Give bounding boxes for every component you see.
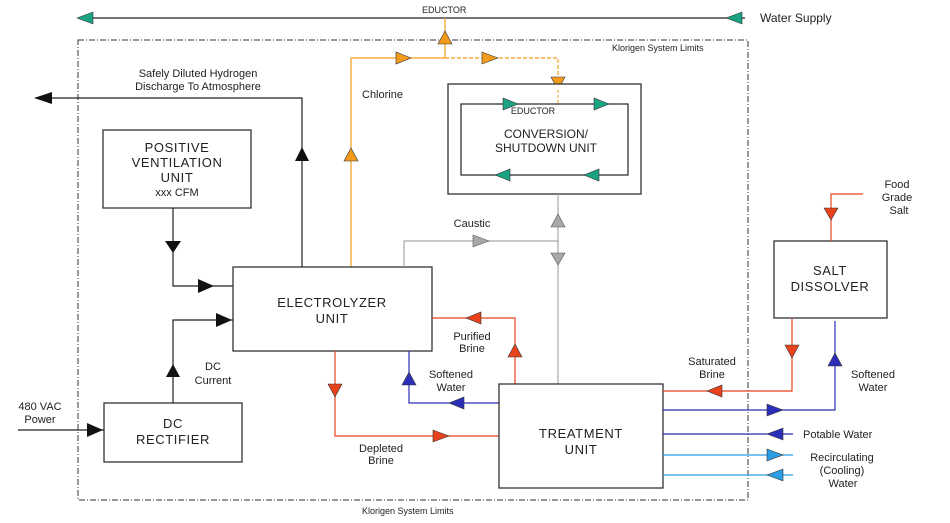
food-salt-down-arrow-icon (823, 207, 839, 221)
electrolyzer-line2: UNIT (316, 311, 349, 326)
water-supply-label: Water Supply (760, 11, 832, 25)
depleted-label-1: Depleted (359, 443, 403, 455)
boundary-label-bottom: Klorigen System Limits (362, 506, 454, 516)
recirc-label-1: Recirculating (810, 452, 874, 464)
chlorine-dashed-line (445, 57, 559, 84)
food-label-3: Salt (890, 205, 909, 217)
softened-r-label-2: Water (859, 382, 888, 394)
water-arrow-right-icon (725, 11, 743, 25)
conversion-title-1: CONVERSION/ (504, 127, 589, 141)
dc-rectifier-line2: RECTIFIER (136, 432, 210, 447)
softened-right-line (663, 321, 836, 411)
system-boundary (77, 39, 749, 501)
potable-label: Potable Water (803, 429, 873, 441)
pv-line3: UNIT (161, 170, 194, 185)
vac-label-1: 480 VAC (18, 401, 61, 413)
chlorine-line (350, 57, 445, 268)
softened-label-2: Water (437, 382, 466, 394)
chlorine-dashed-arrow-icon (481, 51, 499, 65)
softened-water-line (408, 351, 499, 404)
loop-arrow-4-icon (583, 168, 600, 182)
depleted-brine-line (334, 351, 499, 437)
hydrogen-up-arrow-icon (295, 147, 309, 161)
chlorine-up-arrow-icon (437, 30, 453, 45)
food-label-1: Food (884, 179, 909, 191)
food-salt-line (830, 193, 863, 241)
purified-label-2: Brine (459, 343, 485, 355)
saturated-down-arrow-icon (784, 344, 800, 359)
purified-up-arrow-icon (507, 343, 523, 358)
dc-rectifier-box (103, 402, 243, 463)
salt-dissolver-box (773, 240, 888, 319)
saturated-brine-line (663, 319, 793, 392)
caustic-right-arrow-icon (472, 234, 490, 248)
chlorine-up-arrow-2-icon (343, 147, 359, 162)
recirc-left-arrow-icon (766, 468, 784, 482)
chlorine-label: Chlorine (362, 89, 403, 101)
food-label-2: Grade (882, 192, 913, 204)
dc-label-2: Current (195, 375, 232, 387)
softened-label-1: Softened (429, 369, 473, 381)
saturated-label-1: Saturated (688, 356, 736, 368)
ventilation-line (172, 208, 233, 287)
recirc-right-arrow-icon (766, 448, 784, 462)
electrolyzer-box (232, 266, 433, 352)
power-arrow-icon (87, 423, 103, 437)
recirc-label-3: Water (829, 478, 858, 490)
purified-label-1: Purified (453, 331, 490, 343)
purified-brine-line (432, 317, 516, 384)
potable-left-arrow-icon (766, 427, 784, 441)
ventilation-down-arrow-icon (165, 241, 181, 253)
depleted-right-arrow-icon (432, 429, 450, 443)
depleted-label-2: Brine (368, 455, 394, 467)
softened-up-arrow-icon (401, 371, 417, 386)
saturated-label-2: Brine (699, 369, 725, 381)
dc-current-line (172, 319, 233, 403)
softened-left-arrow-icon (448, 396, 465, 410)
conversion-inner-box (460, 103, 629, 176)
pv-line1: POSITIVE (145, 140, 210, 155)
hydrogen-label-1: Safely Diluted Hydrogen (139, 68, 258, 80)
vac-label-2: Power (24, 414, 56, 426)
hydrogen-label-2: Discharge To Atmosphere (135, 81, 261, 93)
pv-line4: xxx CFM (155, 187, 198, 199)
caustic-down-arrow-icon (550, 252, 566, 266)
boundary-label-top: Klorigen System Limits (612, 43, 704, 53)
recirc-label-2: (Cooling) (820, 465, 865, 477)
softened-right-arrow-icon (766, 403, 784, 417)
softened-r-label-1: Softened (851, 369, 895, 381)
electrolyzer-line1: ELECTROLYZER (277, 295, 387, 310)
purified-left-arrow-icon (465, 311, 482, 325)
salt-line2: DISSOLVER (791, 279, 870, 294)
depleted-down-arrow-icon (327, 383, 343, 398)
pv-line2: VENTILATION (132, 155, 223, 170)
eductor-top-label: EDUCTOR (422, 5, 467, 15)
hydrogen-line (40, 97, 303, 268)
saturated-left-arrow-icon (706, 384, 723, 398)
dc-up-arrow-icon (166, 364, 180, 377)
caustic-label: Caustic (454, 218, 491, 230)
dc-right-arrow-icon (216, 313, 232, 327)
conversion-title-2: SHUTDOWN UNIT (495, 141, 598, 155)
softened-right-up-arrow-icon (827, 352, 843, 367)
treatment-line2: UNIT (565, 442, 598, 457)
chlorine-right-arrow-icon (395, 51, 412, 65)
ventilation-right-arrow-icon (198, 279, 214, 293)
water-arrow-left-icon (76, 11, 94, 25)
treatment-box (498, 383, 664, 489)
caustic-up-arrow-icon (550, 213, 566, 228)
treatment-line1: TREATMENT (539, 426, 623, 441)
loop-arrow-2-icon (593, 97, 610, 111)
hydrogen-arrow-icon (34, 92, 52, 104)
loop-arrow-3-icon (494, 168, 511, 182)
loop-arrow-1-icon (502, 97, 519, 111)
dc-label-1: DC (205, 361, 221, 373)
positive-ventilation-box (102, 129, 252, 209)
caustic-line (403, 240, 558, 267)
dc-rectifier-line1: DC (163, 416, 183, 431)
salt-line1: SALT (813, 263, 847, 278)
conversion-eductor-label: EDUCTOR (511, 106, 556, 116)
